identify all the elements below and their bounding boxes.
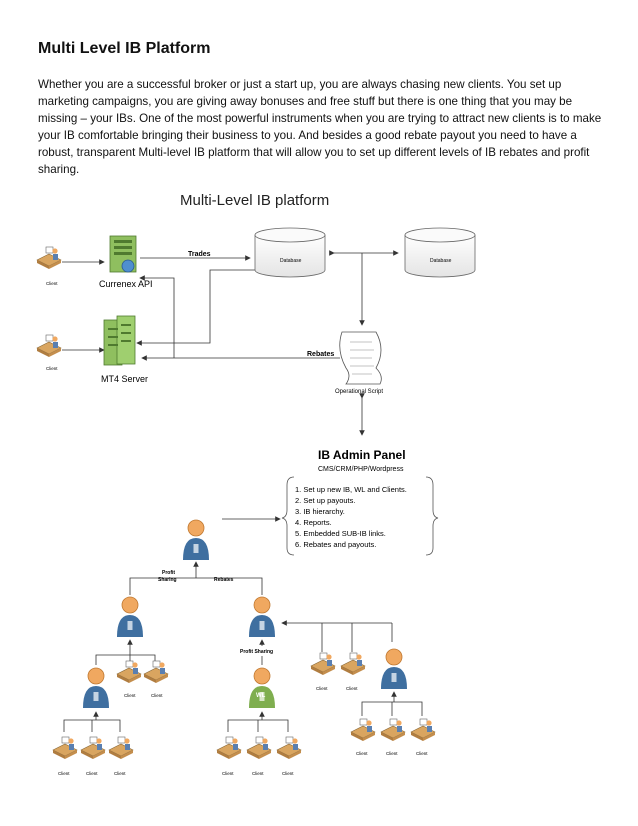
client-icon [36, 334, 62, 358]
trades-label: Trades [188, 251, 211, 258]
ib-person-icon [182, 519, 210, 561]
ib-person-icon [116, 596, 144, 638]
client-label: Client [46, 366, 58, 371]
client-icon [143, 660, 169, 684]
client-label: Client [316, 686, 328, 691]
client-icon [80, 736, 106, 760]
page-title: Multi Level IB Platform [38, 40, 211, 57]
client-icon [380, 718, 406, 742]
admin-panel-title: IB Admin Panel [318, 448, 406, 462]
client-icon [340, 652, 366, 676]
database-icon [404, 227, 476, 278]
database-icon [254, 227, 326, 278]
client-icon [116, 660, 142, 684]
client-icon [36, 246, 62, 270]
admin-item: 2. Set up payouts. [295, 496, 355, 505]
ib-person-icon [82, 667, 110, 709]
ib-person-icon [248, 596, 276, 638]
currenex-server-icon [109, 235, 137, 273]
tree-rebates-label: Rebates [214, 577, 234, 583]
profit-sharing-label: Profit Sharing [240, 649, 273, 655]
intro-paragraph: Whether you are a successful broker or j… [38, 78, 602, 176]
diagram-title: Multi-Level IB platform [180, 192, 329, 209]
admin-item: 3. IB hierarchy. [295, 507, 345, 516]
client-icon [216, 736, 242, 760]
client-icon [350, 718, 376, 742]
client-icon [108, 736, 134, 760]
client-label: Client [356, 751, 368, 756]
script-icon [339, 331, 382, 385]
client-label: Client [416, 751, 428, 756]
client-icon [410, 718, 436, 742]
client-label: Client [252, 771, 264, 776]
mt4-server-icon [103, 315, 136, 366]
mt4-label: MT4 Server [101, 374, 148, 384]
admin-panel-subtitle: CMS/CRM/PHP/Wordpress [318, 466, 404, 473]
client-label: Client [58, 771, 70, 776]
admin-item: 4. Reports. [295, 518, 332, 527]
database-label: Database [430, 258, 452, 264]
ib-person-icon [380, 648, 408, 690]
wl-label: WL [256, 693, 266, 699]
admin-item: 1. Set up new IB, WL and Clients. [295, 485, 407, 494]
client-label: Client [114, 771, 126, 776]
profit-sharing-label: Sharing [158, 577, 177, 583]
admin-item: 5. Embedded SUB-IB links. [295, 529, 386, 538]
database-label: Database [280, 258, 302, 264]
ib-platform-diagram: Multi-Level IB platform Client Client Cu… [36, 192, 476, 776]
client-icon [52, 736, 78, 760]
rebates-label: Rebates [307, 351, 334, 358]
client-label: Client [386, 751, 398, 756]
client-icon [310, 652, 336, 676]
client-icon [276, 736, 302, 760]
client-label: Client [46, 281, 58, 286]
profit-sharing-label: Profit [162, 570, 175, 576]
client-label: Client [151, 693, 163, 698]
client-icon [246, 736, 272, 760]
admin-item: 6. Rebates and payouts. [295, 540, 376, 549]
client-label: Client [86, 771, 98, 776]
client-label: Client [124, 693, 136, 698]
wl-person-icon [248, 667, 276, 709]
currenex-label: Currenex API [99, 279, 153, 289]
client-label: Client [282, 771, 294, 776]
client-label: Client [222, 771, 234, 776]
client-label: Client [346, 686, 358, 691]
script-label: Operational Script [335, 389, 383, 395]
